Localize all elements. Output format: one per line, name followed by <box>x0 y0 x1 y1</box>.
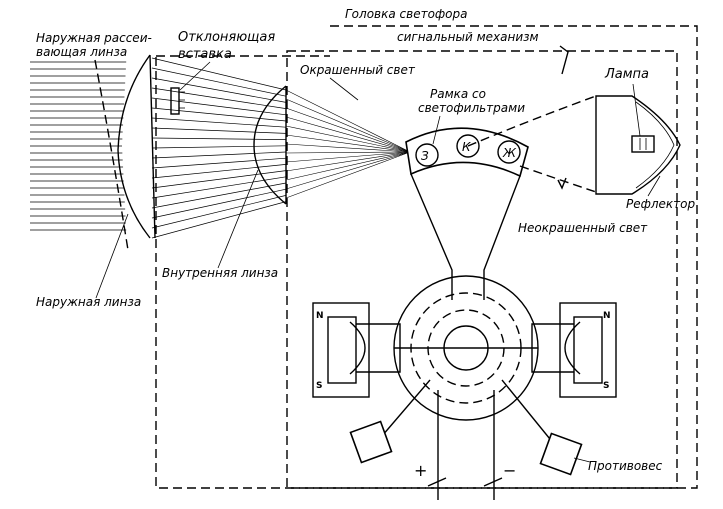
deflecting-insert-label-1: Отклоняющая <box>178 30 275 45</box>
left-pole-n: N <box>316 311 324 321</box>
rays-to-filter <box>285 89 411 199</box>
signal-mechanism-label: сигнальный механизм <box>397 30 539 44</box>
filter-red <box>456 134 480 158</box>
lamp-label: Лампа <box>604 67 649 82</box>
left-pole-s: S <box>316 381 322 391</box>
filter-arm <box>410 173 521 300</box>
traffic-light-head-label: Головка светофора <box>345 7 467 21</box>
filter-frame-label-2: светофильтрами <box>418 101 525 115</box>
counterweight-assembly <box>349 379 583 476</box>
lamp-assembly <box>595 95 681 195</box>
rotor-assembly <box>393 275 539 421</box>
inner-lens <box>253 85 287 205</box>
filter-yellow-label: Ж <box>502 146 517 160</box>
incoming-light-rays <box>30 61 127 231</box>
uncolored-light-label: Неокрашенный свет <box>518 221 648 235</box>
filter-green <box>415 143 439 167</box>
outer-lens-label: Наружная линза <box>36 295 141 309</box>
outer-lens <box>94 54 156 251</box>
outer-diffusing-lens-label-1: Наружная рассеи- <box>36 31 152 45</box>
colored-light-label: Окрашенный свет <box>300 63 416 77</box>
right-pole-n: N <box>603 311 611 321</box>
reflector-label: Рефлектор <box>626 197 696 211</box>
traffic-light-head-enclosure <box>155 25 698 489</box>
outer-diffusing-lens-label-2: вающая линза <box>36 45 127 59</box>
left-magnet <box>312 302 401 398</box>
signal-mechanism-enclosure <box>286 50 678 489</box>
minus-terminal: − <box>503 461 516 480</box>
inner-lens-label: Внутренняя линза <box>162 266 278 280</box>
uncolored-light-path <box>467 95 597 193</box>
right-pole-s: S <box>603 381 609 391</box>
counterweight-label: Противовес <box>588 459 663 473</box>
electrical-leads <box>427 390 503 500</box>
filter-frame <box>405 127 529 178</box>
filter-red-label: К <box>462 140 471 154</box>
filter-frame-label-1: Рамка со <box>430 87 486 101</box>
converging-rays <box>151 57 287 239</box>
filter-yellow <box>497 140 521 164</box>
deflecting-insert <box>170 87 185 115</box>
leader-lines <box>95 45 661 463</box>
right-magnet <box>531 302 617 398</box>
plus-terminal: + <box>414 461 427 480</box>
deflecting-insert-label-2: вставка <box>178 47 232 62</box>
lamp-bulb <box>631 135 655 153</box>
filter-green-label: З <box>421 149 429 163</box>
